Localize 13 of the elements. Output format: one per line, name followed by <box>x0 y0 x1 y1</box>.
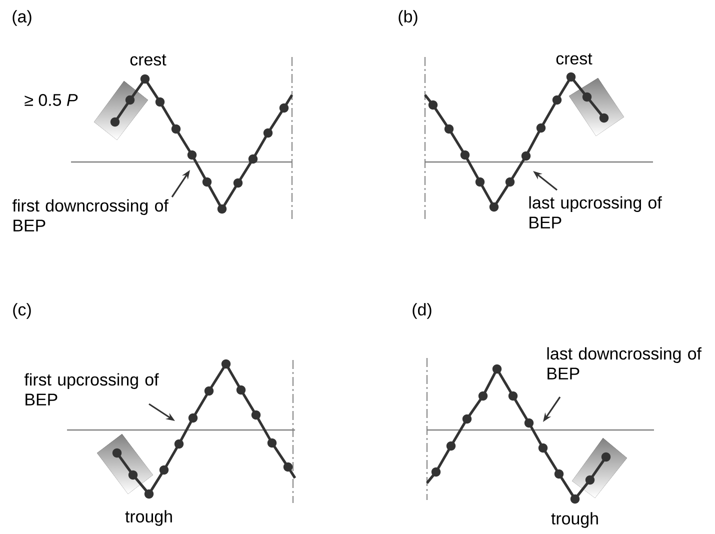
callout-text: last upcrossing of BEP <box>529 196 662 228</box>
label: (b) <box>398 10 418 26</box>
callout-text: last downcrossing of BEP <box>547 347 702 380</box>
label: (a) <box>12 10 32 26</box>
callout-text: first downcrossing of BEP <box>12 199 168 232</box>
callout-text: first upcrossing of BEP <box>24 373 159 406</box>
label: crest <box>556 53 592 65</box>
label: ≥ 0.5 P <box>24 94 78 106</box>
label: (d) <box>412 303 432 319</box>
label: crest <box>130 54 166 66</box>
label: trough <box>125 510 172 526</box>
label: (c) <box>13 303 31 319</box>
label: trough <box>551 512 598 528</box>
